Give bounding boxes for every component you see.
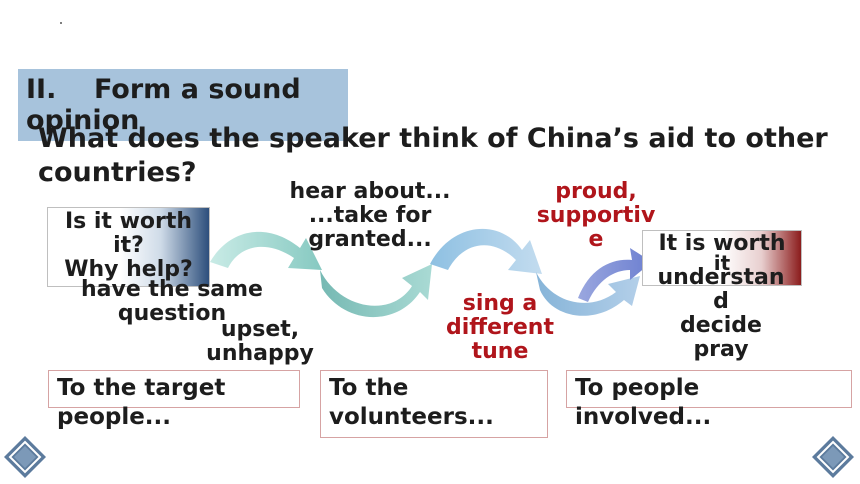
middle-bottom-line-3: tune	[471, 339, 529, 364]
bottom-volunteers-text: To the volunteers...	[329, 375, 494, 430]
arrow-down-2	[320, 264, 432, 318]
middle-top-line-1: hear about...	[289, 179, 451, 204]
middle-bottom-line-1: sing a	[462, 291, 538, 316]
left-question-box: Is it worth it? Why help?	[47, 207, 210, 287]
right-top-notes: proud, supportiv e	[526, 180, 666, 252]
right-top-line-3: e	[588, 227, 604, 252]
middle-bottom-notes: sing a different tune	[430, 292, 570, 364]
left-notes: have the same question	[72, 278, 272, 326]
left-feelings-line-2: unhappy	[206, 341, 314, 366]
right-notes-line-2: d	[713, 289, 729, 314]
right-notes-line-4: pray	[693, 337, 749, 362]
bottom-involved-text: To people involved...	[575, 375, 712, 430]
diamond-left-icon[interactable]	[2, 434, 48, 480]
middle-bottom-line-2: different	[446, 315, 554, 340]
right-box-text: It is worth it	[642, 231, 802, 275]
right-notes: understan d decide pray	[646, 266, 796, 362]
left-feelings-line-1: upset,	[220, 317, 300, 342]
left-notes-line-2: question	[117, 301, 227, 326]
right-box-line-2: it	[713, 251, 731, 275]
bottom-box-volunteers: To the volunteers...	[320, 370, 548, 438]
left-box-line-1: Is it worth it?	[64, 209, 193, 258]
question-text: What does the speaker think of China’s a…	[38, 123, 828, 188]
bottom-box-people-involved: To people involved...	[566, 370, 852, 430]
decorative-dot	[60, 22, 62, 24]
right-box-line-1: It is worth	[658, 231, 786, 256]
middle-top-line-2: ...take for	[308, 203, 432, 228]
right-notes-line-1: understan	[657, 265, 785, 290]
middle-top-line-3: granted...	[308, 227, 432, 252]
right-notes-line-3: decide	[680, 313, 762, 338]
arrow-up-5	[578, 248, 652, 302]
section-title: II. Form a sound opinion	[26, 74, 301, 136]
middle-top-notes: hear about... ...take for granted...	[280, 180, 460, 252]
arrow-up-3	[430, 228, 542, 274]
left-feelings: upset, unhappy	[200, 318, 320, 366]
section-header-background	[18, 69, 348, 141]
bottom-target-text: To the target people...	[57, 375, 226, 430]
arrow-up-1	[210, 231, 322, 270]
right-conclusion-box	[642, 230, 802, 286]
right-top-line-1: proud,	[555, 179, 637, 204]
left-box-line-2: Why help?	[64, 257, 193, 282]
arrow-down-4	[536, 272, 640, 316]
bottom-box-target-people: To the target people...	[48, 370, 300, 430]
diamond-right-icon[interactable]	[810, 434, 856, 480]
right-top-line-2: supportiv	[536, 203, 656, 228]
left-notes-line-1: have the same	[81, 277, 263, 302]
